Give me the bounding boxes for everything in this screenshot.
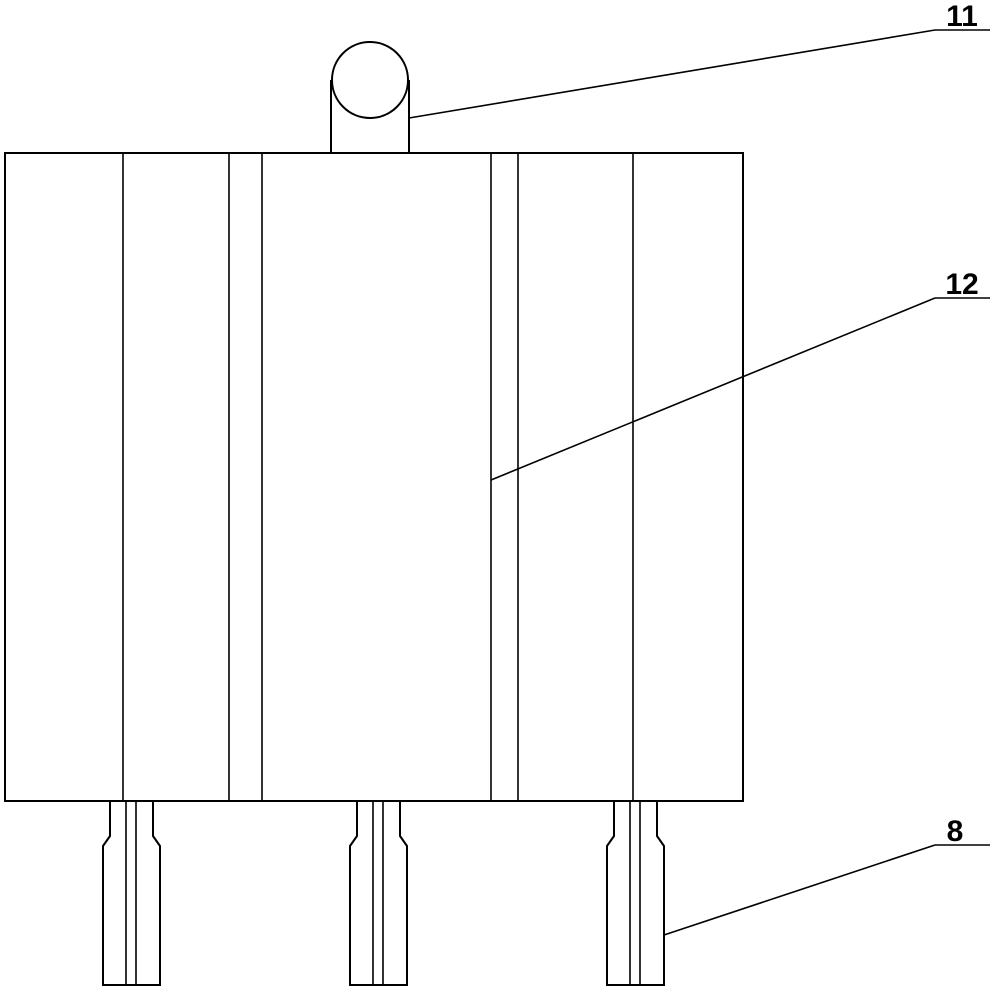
label-11: 11 [946,0,978,33]
bottom-pin-1 [103,801,160,985]
label-12: 12 [945,268,978,301]
main-body [5,153,743,801]
leader-11 [409,30,990,118]
leader-8 [664,845,990,935]
leader-12 [491,298,990,480]
top-connector [331,42,409,153]
label-8: 8 [947,815,964,848]
bottom-pin-2 [350,801,407,985]
bottom-pin-3 [607,801,664,985]
